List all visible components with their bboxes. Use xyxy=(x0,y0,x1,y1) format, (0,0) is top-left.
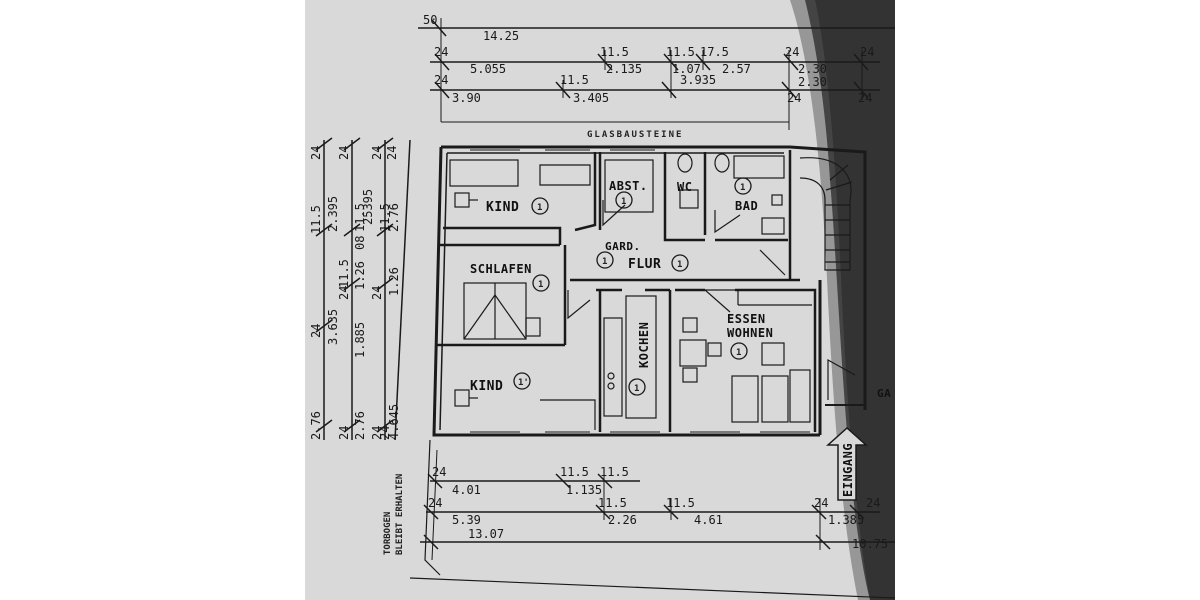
glasbausteine-label: GLASBAUSTEINE xyxy=(587,130,683,140)
dim-top-r1-6: 17.5 xyxy=(700,45,729,59)
dim-top-r2-6: 2.30 xyxy=(798,75,827,89)
room-gard-label: GARD. xyxy=(605,240,641,253)
dim-top-r2-2: 11.5 xyxy=(560,73,589,87)
dim-top-r1-3: 2.135 xyxy=(606,62,642,76)
dim-top-r0-b: 14.25 xyxy=(483,29,519,43)
dim-bottom-r2-0: 24 xyxy=(428,496,442,510)
left-dimension-column-4: 24 11.5 2.76 1.26 4.645 24 xyxy=(378,146,401,440)
room-kind-top-num: 1 xyxy=(537,203,542,213)
dim-left-c2-4: 24 xyxy=(337,286,351,300)
dim-top-r1-0: 24 xyxy=(434,45,448,59)
dim-bottom-r2-6: 24 xyxy=(814,496,828,510)
dim-left-c1-1: 11.5 xyxy=(309,205,323,234)
dim-left-c4-5: 24 xyxy=(378,426,392,440)
dim-left-c4-3: 1.26 xyxy=(387,267,401,296)
dim-top-r2-4: 3.935 xyxy=(680,73,716,87)
dim-top-r1-4: 11.5 xyxy=(666,45,695,59)
dim-left-c4-2: 2.76 xyxy=(387,203,401,232)
dim-top-r1-5: 1.07 xyxy=(672,62,701,76)
dim-bottom-r2-5: 4.61 xyxy=(694,513,723,527)
dim-left-c4-1: 11.5 xyxy=(378,203,392,232)
entrance-label: EINGANG xyxy=(841,443,855,497)
side-note-torbogen: TORBOGEN xyxy=(383,512,393,555)
dim-bottom-r1-1: 4.01 xyxy=(452,483,481,497)
dim-left-c3-3: 08 xyxy=(353,236,367,250)
dim-left-c1-2: 3.635 xyxy=(326,309,340,345)
room-schlafen-label: SCHLAFEN xyxy=(470,262,532,276)
dim-left-c4-0: 24 xyxy=(385,146,399,160)
room-flur-label: FLUR xyxy=(628,257,661,272)
dim-left-c3-0: 24 xyxy=(370,146,384,160)
dim-top-r1-10: 24 xyxy=(860,45,874,59)
room-kind-top-label: KIND xyxy=(486,200,519,215)
room-flur-num: 1 xyxy=(677,260,682,270)
dim-top-r1-7: 2.57 xyxy=(722,62,751,76)
dim-bottom-r2-4: 11.5 xyxy=(666,496,695,510)
dim-top-r2-1: 3.90 xyxy=(452,91,481,105)
dim-left-c3-2: 1.26 xyxy=(353,261,367,290)
dim-left-c2-3: 1.885 xyxy=(353,322,367,358)
dim-top-r2-5: 24 xyxy=(787,91,801,105)
dim-bottom-r2-8: 1.385 xyxy=(828,513,864,527)
scan-shadow xyxy=(805,0,895,600)
edge-label-ga: GA xyxy=(877,387,891,400)
room-kochen-label: KOCHEN xyxy=(637,322,651,368)
side-note-bleibt-erhalten: BLEIBT ERHALTEN xyxy=(395,474,405,555)
dim-top-r1-1: 5.055 xyxy=(470,62,506,76)
dim-bottom-r1-2: 11.5 xyxy=(560,465,589,479)
dim-left-c4-4: 4.645 xyxy=(387,404,401,440)
dim-bottom-r3-0: 13.07 xyxy=(468,527,504,541)
dim-top-r1-9: 2.30 xyxy=(798,62,827,76)
dim-bottom-r1-3: 11.5 xyxy=(600,465,629,479)
dim-left-c2-6: 24 xyxy=(337,426,351,440)
dim-left-c1-4: 24 xyxy=(309,324,323,338)
dim-left-c2-0: 24 xyxy=(337,146,351,160)
dim-left-c2-5: 2.76 xyxy=(353,411,367,440)
dim-top-r1-2: 11.5 xyxy=(600,45,629,59)
dim-bottom-r2-7: 24 xyxy=(866,496,880,510)
dim-top-r1-8: 24 xyxy=(785,45,799,59)
dim-bottom-r2-3: 2.26 xyxy=(608,513,637,527)
dim-left-c2-1: 2.395 xyxy=(326,196,340,232)
room-abst-num: 1 xyxy=(621,197,626,207)
dim-left-c1-0: 24 xyxy=(309,146,323,160)
dim-left-c3-4: 25395 xyxy=(361,189,375,225)
room-essen-label: ESSEN xyxy=(727,312,766,326)
room-essen-num: 1 xyxy=(736,348,741,358)
room-wc-label: WC xyxy=(677,180,692,194)
room-kind-bottom-label: KIND xyxy=(470,379,503,394)
left-dimension-column-2: 24 2.395 11.5 1.885 24 2.76 24 xyxy=(326,146,367,440)
dim-top-r2-7: 24 xyxy=(858,91,872,105)
dim-left-c3-1: 11.5 xyxy=(353,203,367,232)
dim-top-r2-0: 24 xyxy=(434,73,448,87)
room-abst-label: ABST. xyxy=(609,179,648,193)
dim-left-c3-6: 24 xyxy=(370,426,384,440)
room-bad-num: 1 xyxy=(740,183,745,193)
dim-bottom-r2-2: 11.5 xyxy=(598,496,627,510)
left-dimension-column-1: 24 11.5 3.635 2.76 24 xyxy=(309,146,340,440)
room-bad-label: BAD xyxy=(735,199,758,213)
dim-left-c1-3: 2.76 xyxy=(309,411,323,440)
left-dimension-column-3: 24 11.5 1.26 08 25395 24 24 xyxy=(353,146,384,440)
room-kind-bottom-num: 1' xyxy=(518,378,529,388)
dim-top-r2-3: 3.405 xyxy=(573,91,609,105)
room-schlafen-num: 1 xyxy=(538,280,543,290)
dim-top-r0-a: 50 xyxy=(423,13,437,27)
room-gard-num: 1 xyxy=(602,257,607,267)
dim-bottom-r2-1: 5.39 xyxy=(452,513,481,527)
dim-left-c2-2: 11.5 xyxy=(337,259,351,288)
dim-bottom-r3-1: 10.75 xyxy=(852,537,888,551)
dim-bottom-r1-4: 1.135 xyxy=(566,483,602,497)
dim-bottom-r1-0: 24 xyxy=(432,465,446,479)
dim-left-c3-5: 24 xyxy=(370,286,384,300)
room-wohnen-label: WOHNEN xyxy=(727,326,773,340)
room-kochen-num: 1 xyxy=(634,384,639,394)
